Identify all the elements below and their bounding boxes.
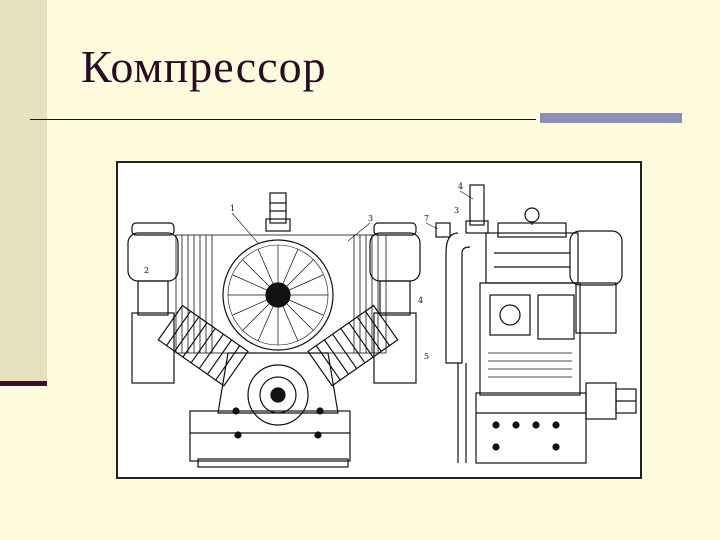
svg-text:3: 3	[454, 206, 459, 215]
title-underline	[30, 119, 536, 120]
compressor-drawing: 1 3 2 4 5 4 7 3	[116, 161, 642, 479]
compressor-front-view	[127, 192, 421, 468]
left-band-divider	[0, 381, 47, 386]
svg-text:5: 5	[424, 352, 429, 361]
svg-text:3: 3	[368, 214, 373, 223]
svg-text:1: 1	[230, 204, 235, 213]
compressor-side-view	[435, 184, 637, 464]
svg-text:4: 4	[418, 296, 423, 305]
svg-text:2: 2	[144, 266, 149, 275]
title-accent-bar	[540, 113, 682, 123]
svg-text:7: 7	[424, 214, 429, 223]
slide-title: Компрессор	[81, 41, 327, 92]
left-decorative-band	[0, 0, 47, 384]
svg-text:4: 4	[458, 182, 463, 191]
